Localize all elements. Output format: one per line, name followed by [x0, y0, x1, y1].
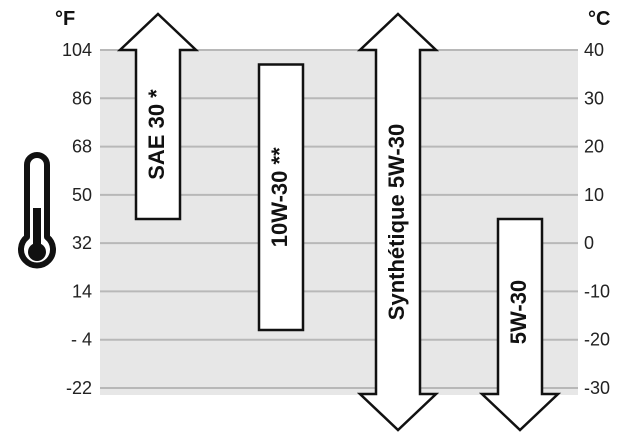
celsius-tick-label: 0: [584, 233, 594, 253]
fahrenheit-tick-label: 86: [72, 88, 92, 108]
fahrenheit-tick-label: 104: [62, 40, 92, 60]
viscosity-label: 10W-30 **: [267, 147, 292, 247]
viscosity-range-arrow: [116, 12, 200, 221]
viscosity-bars: SAE 30 * 10W-30 ** Synthétique 5W-30 5W-30: [116, 12, 562, 432]
celsius-axis: 40 30 20 10 0 -10 -20 -30: [584, 40, 610, 398]
fahrenheit-tick-label: 50: [72, 185, 92, 205]
fahrenheit-axis: 104 86 68 50 32 14 - 4 -22: [62, 40, 92, 398]
viscosity-range-arrow: [478, 217, 562, 432]
viscosity-range-arrow: [257, 63, 305, 332]
celsius-tick-label: 30: [584, 88, 604, 108]
fahrenheit-tick-label: 32: [72, 233, 92, 253]
thermometer-icon: [18, 152, 56, 269]
celsius-tick-label: 20: [584, 137, 604, 157]
fahrenheit-unit-label: °F: [55, 8, 75, 30]
celsius-tick-label: 40: [584, 40, 604, 60]
celsius-tick-label: -10: [584, 281, 610, 301]
viscosity-label: SAE 30 *: [144, 89, 169, 180]
celsius-tick-label: 10: [584, 185, 604, 205]
fahrenheit-tick-label: 68: [72, 137, 92, 157]
celsius-tick-label: -20: [584, 330, 610, 350]
celsius-tick-label: -30: [584, 378, 610, 398]
celsius-unit-label: °C: [588, 8, 610, 30]
fahrenheit-tick-label: 14: [72, 281, 92, 301]
viscosity-label: 5W-30: [506, 280, 531, 344]
viscosity-label: Synthétique 5W-30: [384, 124, 409, 320]
fahrenheit-tick-label: -22: [66, 378, 92, 398]
fahrenheit-tick-label: - 4: [71, 330, 92, 350]
viscosity-range-arrow: [356, 12, 440, 432]
